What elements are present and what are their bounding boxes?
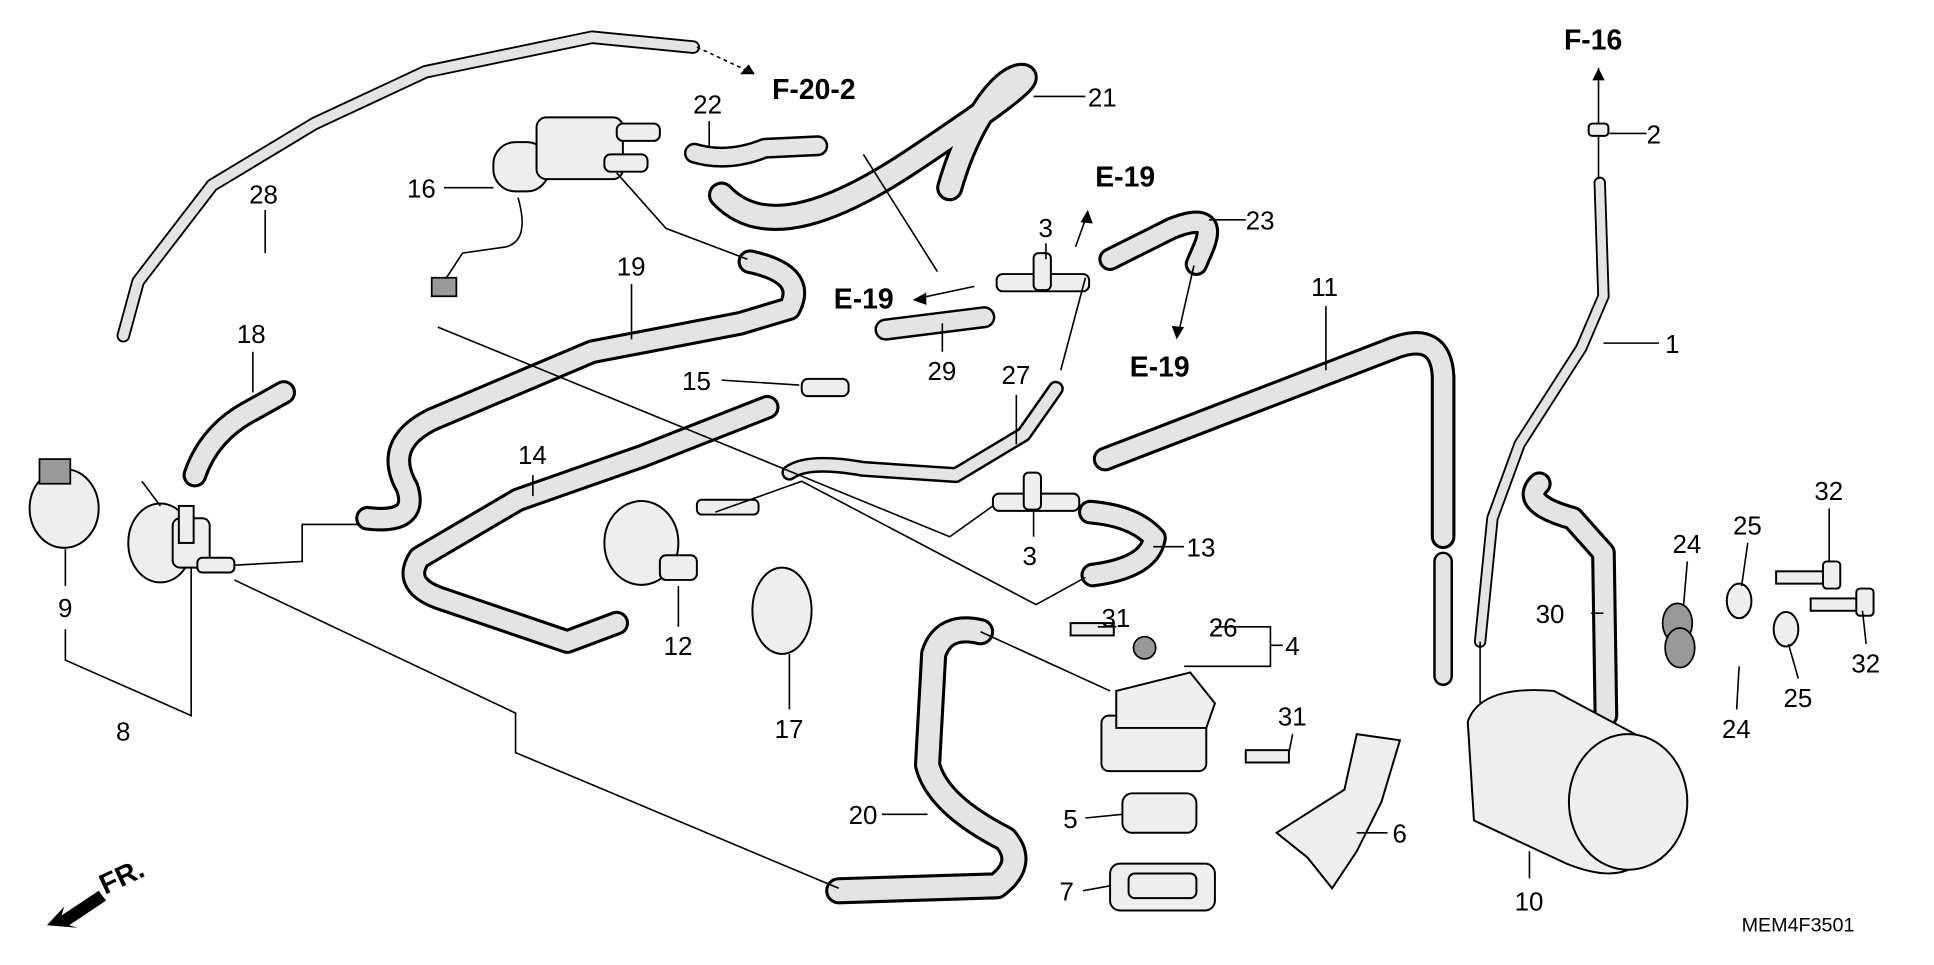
- callout: 19: [617, 253, 646, 281]
- callout: 32: [1851, 650, 1880, 678]
- hose-21: [707, 62, 1038, 231]
- hose-19: [355, 249, 807, 532]
- callout: 13: [1187, 535, 1216, 563]
- part-5-pad: [1121, 792, 1198, 834]
- hose-20: [825, 616, 1028, 905]
- front-marker: FR.: [94, 853, 149, 901]
- reference-label: F-16: [1564, 25, 1622, 57]
- hose-28: [116, 30, 700, 343]
- callout: 21: [1088, 84, 1117, 112]
- callout-labels: 28 16 22 21 2 3 23 19 18 11 15 29 27 1 1…: [58, 84, 1880, 916]
- part-4-box: [1100, 671, 1217, 773]
- callout: 15: [682, 368, 711, 396]
- callout: 6: [1393, 821, 1407, 849]
- part-9-clamp: [28, 458, 100, 549]
- callout: 8: [116, 718, 130, 746]
- hoses: [116, 30, 1619, 905]
- part-17-clamp: [751, 566, 813, 655]
- callout: 24: [1722, 716, 1751, 744]
- callout: 7: [1060, 879, 1074, 907]
- hose-29: [874, 306, 996, 341]
- callout: 29: [928, 358, 957, 386]
- callout: 12: [664, 633, 693, 661]
- callout: 11: [1311, 274, 1338, 302]
- part-3-tee-lower: [991, 471, 1081, 512]
- callout: 3: [1039, 215, 1053, 243]
- callout: 30: [1536, 601, 1565, 629]
- callout: 5: [1063, 806, 1077, 834]
- callout: 26: [1209, 615, 1238, 643]
- hose-14: [401, 394, 780, 654]
- callout: 2: [1647, 121, 1661, 149]
- callout: 25: [1784, 685, 1813, 713]
- reference-label: F-20-2: [772, 74, 856, 106]
- reference-labels: F-20-2 F-16 E-19 E-19 E-19 FR. MEM4F3501: [94, 25, 1854, 937]
- part-15-fitting: [800, 377, 850, 398]
- hose-13: [1078, 499, 1167, 588]
- parts: [28, 68, 1875, 912]
- callout: 22: [693, 92, 722, 120]
- hose-18: [182, 380, 297, 488]
- callout: 27: [1002, 362, 1031, 390]
- hose-1: [1473, 176, 1610, 648]
- part-6-bracket: [1274, 733, 1402, 890]
- part-16-solenoid-valve: [430, 116, 661, 298]
- callout: 9: [58, 595, 72, 623]
- hose-27: [781, 380, 1064, 484]
- callout: 1: [1665, 331, 1679, 359]
- callout: 28: [249, 182, 278, 210]
- leader-lines: [64, 95, 1867, 892]
- part-3-tee-upper: [995, 252, 1091, 293]
- diagram-code: MEM4F3501: [1742, 914, 1855, 936]
- callout: 23: [1246, 208, 1275, 236]
- part-10-canister: [1466, 689, 1689, 875]
- hose-30: [1521, 471, 1619, 728]
- callout: 31: [1278, 703, 1307, 731]
- hose-23: [1098, 210, 1219, 276]
- callout: 10: [1515, 888, 1544, 916]
- callout: 24: [1673, 531, 1702, 559]
- reference-arrows: [46, 46, 1605, 928]
- callout: 3: [1023, 543, 1037, 571]
- hose-22: [683, 135, 829, 168]
- callout: 16: [407, 176, 436, 204]
- callout: 25: [1733, 512, 1762, 540]
- callout: 31: [1101, 605, 1130, 633]
- front-arrow-icon: [46, 890, 107, 928]
- hose-11: [1092, 331, 1456, 687]
- callout: 18: [237, 321, 266, 349]
- callout: 4: [1285, 633, 1299, 661]
- part-7-cover: [1109, 862, 1216, 912]
- callout: 17: [775, 716, 804, 744]
- part-8-valve: [127, 502, 236, 584]
- part-12-valve: [603, 498, 760, 586]
- reference-label: E-19: [1130, 351, 1190, 383]
- reference-label: E-19: [834, 284, 894, 316]
- callout: 20: [849, 802, 878, 830]
- callout: 14: [518, 442, 547, 470]
- reference-label: E-19: [1095, 161, 1155, 193]
- callout: 32: [1814, 478, 1843, 506]
- part-2-fitting: [1587, 68, 1610, 180]
